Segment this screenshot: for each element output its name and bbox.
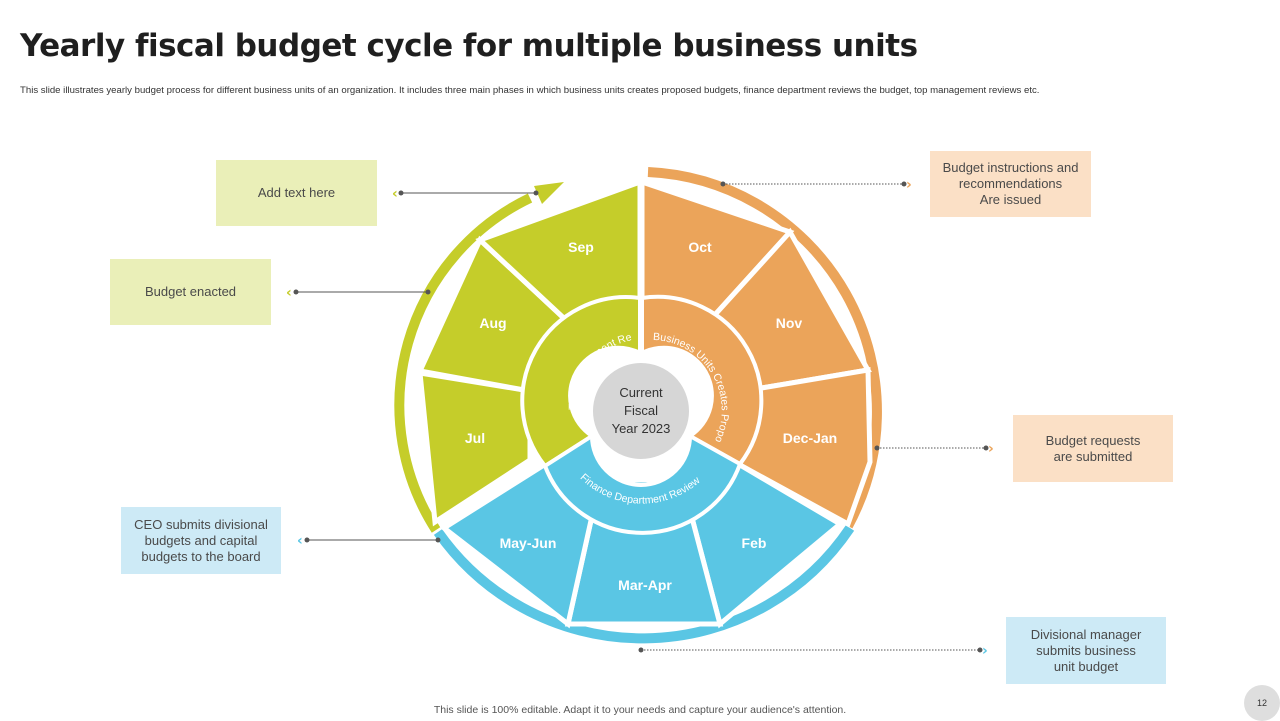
page-subtitle: This slide illustrates yearly budget pro… [20, 85, 1040, 96]
page-number: 12 [1244, 685, 1280, 721]
callout-budget-enacted: Budget enacted [110, 259, 271, 325]
center-circle [589, 359, 693, 463]
chevron-left-icon: ‹ [297, 533, 303, 549]
callout-add-text: Add text here [216, 160, 377, 226]
connector-budget-enacted: ‹ [286, 285, 431, 301]
month-label-jul: Jul [465, 430, 485, 446]
callout-instructions: Budget instructions and recommendations … [930, 151, 1091, 217]
chevron-left-icon: ‹ [392, 186, 398, 202]
connector-instructions: › [720, 177, 912, 193]
center-label-line2: Fiscal [624, 403, 658, 418]
center-label-line3: Year 2023 [612, 421, 671, 436]
green-outer-arc [394, 193, 533, 533]
chevron-right-icon: › [906, 177, 912, 193]
month-label-nov: Nov [776, 315, 803, 331]
connector-requests: › [874, 441, 994, 457]
page-title: Yearly fiscal budget cycle for multiple … [20, 28, 918, 64]
connector-divisional-manager: › [638, 643, 988, 659]
month-label-may-jun: May-Jun [500, 535, 557, 551]
green-arc-arrowhead [534, 182, 564, 204]
month-label-mar-apr: Mar-Apr [618, 577, 672, 593]
callout-requests: Budget requests are submitted [1013, 415, 1173, 482]
chevron-left-icon: ‹ [286, 285, 292, 301]
callout-ceo-submits: CEO submits divisional budgets and capit… [121, 507, 281, 574]
blue-outer-arc [433, 525, 855, 644]
month-label-sep: Sep [568, 239, 594, 255]
footer-note: This slide is 100% editable. Adapt it to… [433, 704, 847, 716]
chevron-right-icon: › [988, 441, 994, 457]
center-label-line1: Current [619, 385, 663, 400]
chevron-right-icon: › [982, 643, 988, 659]
inner-ring-finance [542, 432, 743, 535]
month-label-oct: Oct [688, 239, 712, 255]
month-label-dec-jan: Dec-Jan [783, 430, 837, 446]
month-label-aug: Aug [479, 315, 506, 331]
month-label-feb: Feb [742, 535, 767, 551]
callout-divisional-manager: Divisional manager submits business unit… [1006, 617, 1166, 684]
connector-add-text: ‹ [392, 186, 539, 202]
connector-ceo-submits: ‹ [297, 533, 441, 549]
